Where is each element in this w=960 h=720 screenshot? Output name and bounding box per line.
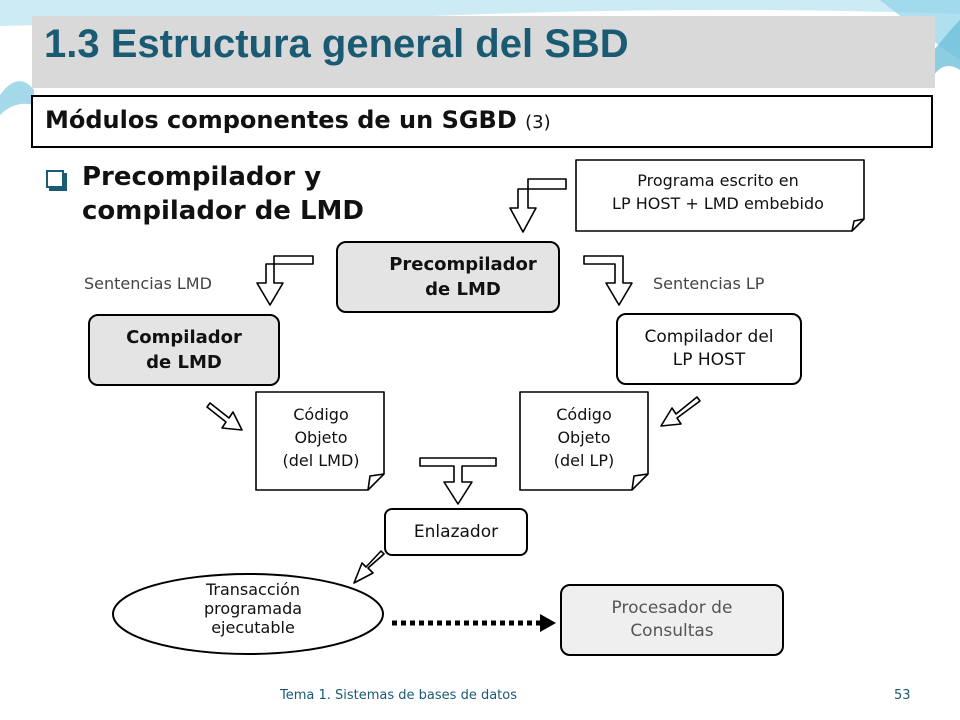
label-sentencias-lmd: Sentencias LMD (84, 274, 212, 293)
footer-course: Tema 1. Sistemas de bases de datos (280, 688, 517, 703)
arrow-to-object-lp (660, 396, 701, 427)
query-processor-box: Procesador de Consultas (560, 584, 784, 656)
object-lp-shape (519, 391, 649, 491)
linker-box: Enlazador (384, 508, 528, 556)
label-sentencias-lp: Sentencias LP (653, 274, 765, 293)
bullet-checkbox-icon (46, 170, 64, 188)
subtitle-box: Módulos componentes de un SGBD (3) (31, 95, 933, 148)
arrow-to-object-lmd (206, 402, 243, 431)
precompiler-label: Precompilador de LMD (389, 254, 537, 300)
title-bar (32, 16, 935, 88)
object-lmd-shape (255, 391, 385, 491)
object-lp-label: Código Objeto (del LP) (553, 404, 615, 470)
bullet-text: Precompilador y compilador de LMD (82, 162, 365, 226)
arrow-to-linker (419, 457, 497, 505)
arrow-to-compiler-host (583, 255, 633, 306)
subtitle-suffix: (3) (525, 112, 551, 133)
linker-label: Enlazador (413, 521, 499, 542)
compiler-host-box: Compilador del LP HOST (616, 313, 802, 385)
arrow-to-compiler-lmd (256, 255, 314, 306)
transaction-ellipse (112, 573, 384, 655)
dotted-arrowhead (540, 614, 556, 632)
compiler-lmd-label: Compilador de LMD (126, 327, 242, 373)
arrow-source-to-precompiler (509, 178, 567, 233)
arrow-to-transaction (353, 550, 385, 584)
slide-title: 1.3 Estructura general del SBD (44, 22, 629, 66)
compiler-host-label: Compilador del LP HOST (644, 327, 774, 370)
query-processor-label: Procesador de Consultas (611, 598, 733, 641)
subtitle: Módulos componentes de un SGBD (3) (45, 106, 551, 134)
transaction-label: Transacción programada ejecutable (203, 580, 303, 637)
precompiler-box: Precompilador de LMD (336, 241, 560, 313)
subtitle-main: Módulos componentes de un SGBD (45, 106, 517, 134)
compiler-lmd-box: Compilador de LMD (88, 314, 280, 386)
footer-page-number: 53 (894, 688, 911, 703)
program-source-shape (575, 159, 865, 232)
program-source-label: Programa escrito en LP HOST + LMD embebi… (612, 171, 824, 213)
object-lmd-label: Código Objeto (del LMD) (282, 404, 360, 470)
